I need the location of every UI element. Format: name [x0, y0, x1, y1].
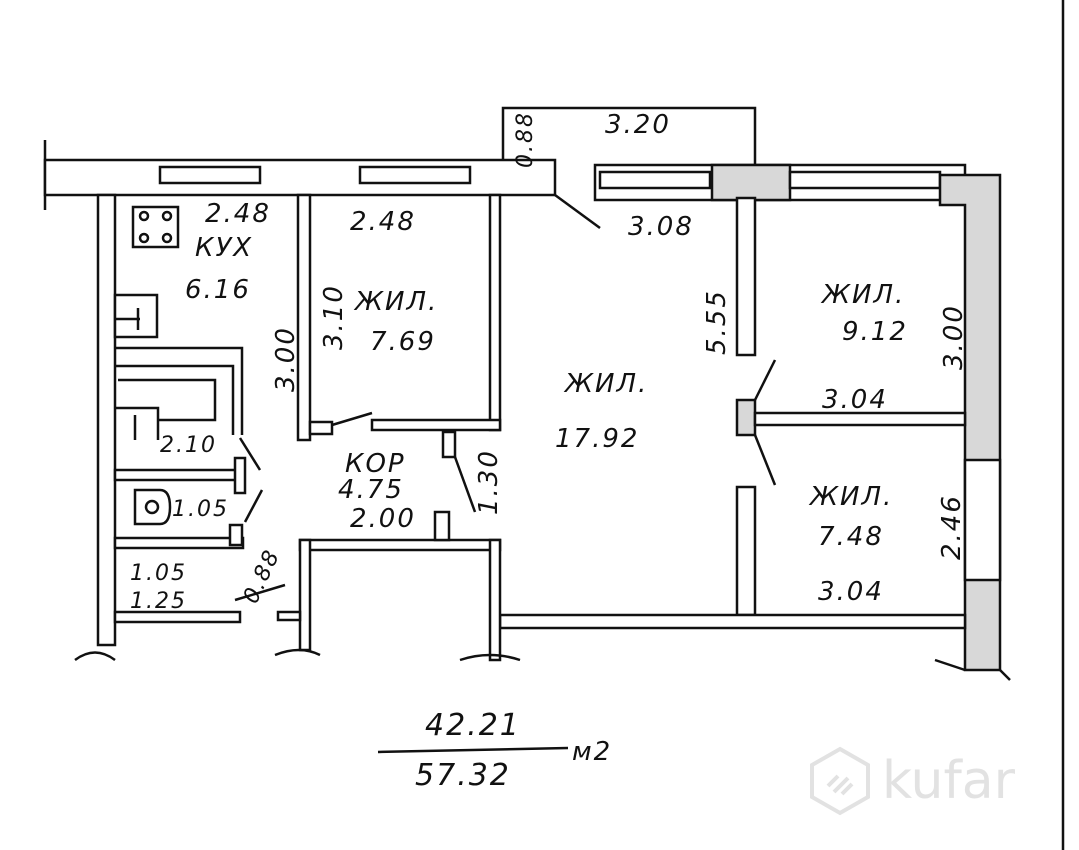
- watermark-text: kufar: [882, 751, 1016, 811]
- exterior-wall-right: [934, 173, 1011, 681]
- total-area: 57.32: [415, 758, 511, 793]
- interior-walls: [74, 193, 967, 662]
- bathroom-area-label: 1.05: [172, 497, 229, 522]
- corridor-name-label: КОР: [345, 449, 406, 479]
- sink-icon: [113, 293, 159, 339]
- living-area-total: 42.21: [425, 708, 521, 743]
- living-name-label: ЖИЛ.: [563, 369, 648, 399]
- kitchen-area-label: 6.16: [185, 275, 251, 305]
- exterior-wall-top: [43, 140, 967, 230]
- bedroom-small-width-label: 2.48: [350, 207, 416, 237]
- bedroom-right-bottom-name-label: ЖИЛ.: [808, 482, 893, 512]
- bedroom-small-length-label: 3.10: [319, 284, 349, 350]
- bedroom-right-bottom-length-label: 2.46: [937, 494, 967, 560]
- kufar-logo-icon: [810, 746, 870, 816]
- bedroom-right-top-length-label: 3.00: [939, 304, 969, 370]
- balcony-depth-label: 0.88: [513, 111, 538, 168]
- bathroom-fixtures: [113, 346, 302, 624]
- watermark: kufar: [808, 746, 1015, 816]
- living-length-label: 5.55: [702, 289, 732, 355]
- toilet-area-label: 1.05: [130, 561, 187, 586]
- corridor-width-label: 2.00: [350, 504, 416, 534]
- toilet-width-label: 0.88: [239, 545, 286, 607]
- bedroom-right-top-width-label: 3.04: [822, 385, 888, 415]
- bedroom-right-bottom-width-label: 3.04: [818, 577, 884, 607]
- bedroom-right-top-name-label: ЖИЛ.: [820, 280, 905, 310]
- balcony: [501, 106, 757, 165]
- bedroom-small-area-label: 7.69: [370, 327, 436, 357]
- bathroom-width-label: 2.10: [160, 433, 217, 458]
- bedroom-right-bottom-area-label: 7.48: [818, 522, 884, 552]
- toilet-length-label: 1.25: [130, 589, 187, 614]
- corridor-length-label: 1.30: [474, 449, 504, 515]
- kitchen-width-label: 2.48: [205, 199, 271, 229]
- kitchen-length-label: 3.00: [271, 326, 301, 392]
- balcony-width-label: 3.20: [605, 110, 671, 140]
- living-width-label: 3.08: [628, 212, 694, 242]
- area-totals: 42.21 57.32 м2: [377, 708, 612, 793]
- living-area-label: 17.92: [555, 424, 639, 454]
- kitchen-fixtures: [113, 205, 180, 339]
- kitchen-name-label: КУХ: [195, 233, 253, 263]
- bedroom-small-name-label: ЖИЛ.: [353, 287, 438, 317]
- corridor-area-label: 4.75: [338, 475, 404, 505]
- area-unit: м2: [572, 737, 612, 767]
- bathtub-icon: [133, 488, 172, 526]
- bedroom-right-top-area-label: 9.12: [842, 317, 908, 347]
